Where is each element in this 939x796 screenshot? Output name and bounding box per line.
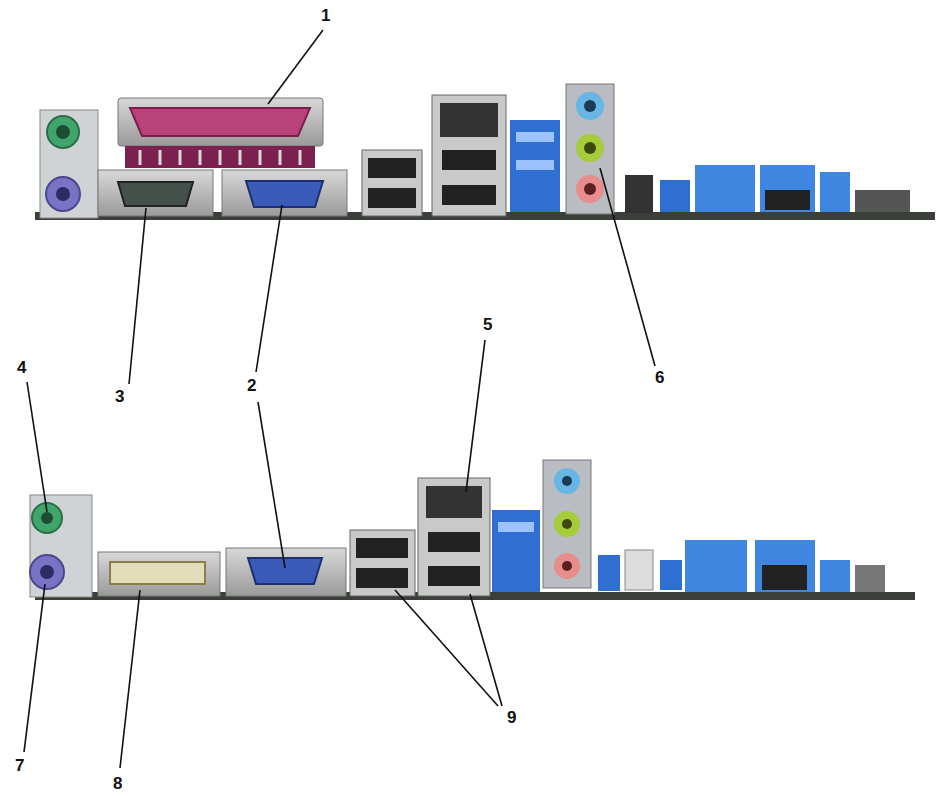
callout-number: 1: [319, 7, 332, 25]
callout-number: 6: [653, 369, 666, 387]
top-panel: [35, 84, 935, 220]
callout-number: 7: [13, 757, 26, 775]
callout-number: 8: [111, 775, 124, 793]
callout-number: 3: [113, 388, 126, 406]
bottom-panel: [30, 460, 915, 600]
callout-number: 5: [481, 316, 494, 334]
callout-number: 2: [245, 377, 258, 395]
callout-number: 9: [505, 709, 518, 727]
callout-number: 4: [15, 359, 28, 377]
leader-lines: [24, 30, 655, 768]
